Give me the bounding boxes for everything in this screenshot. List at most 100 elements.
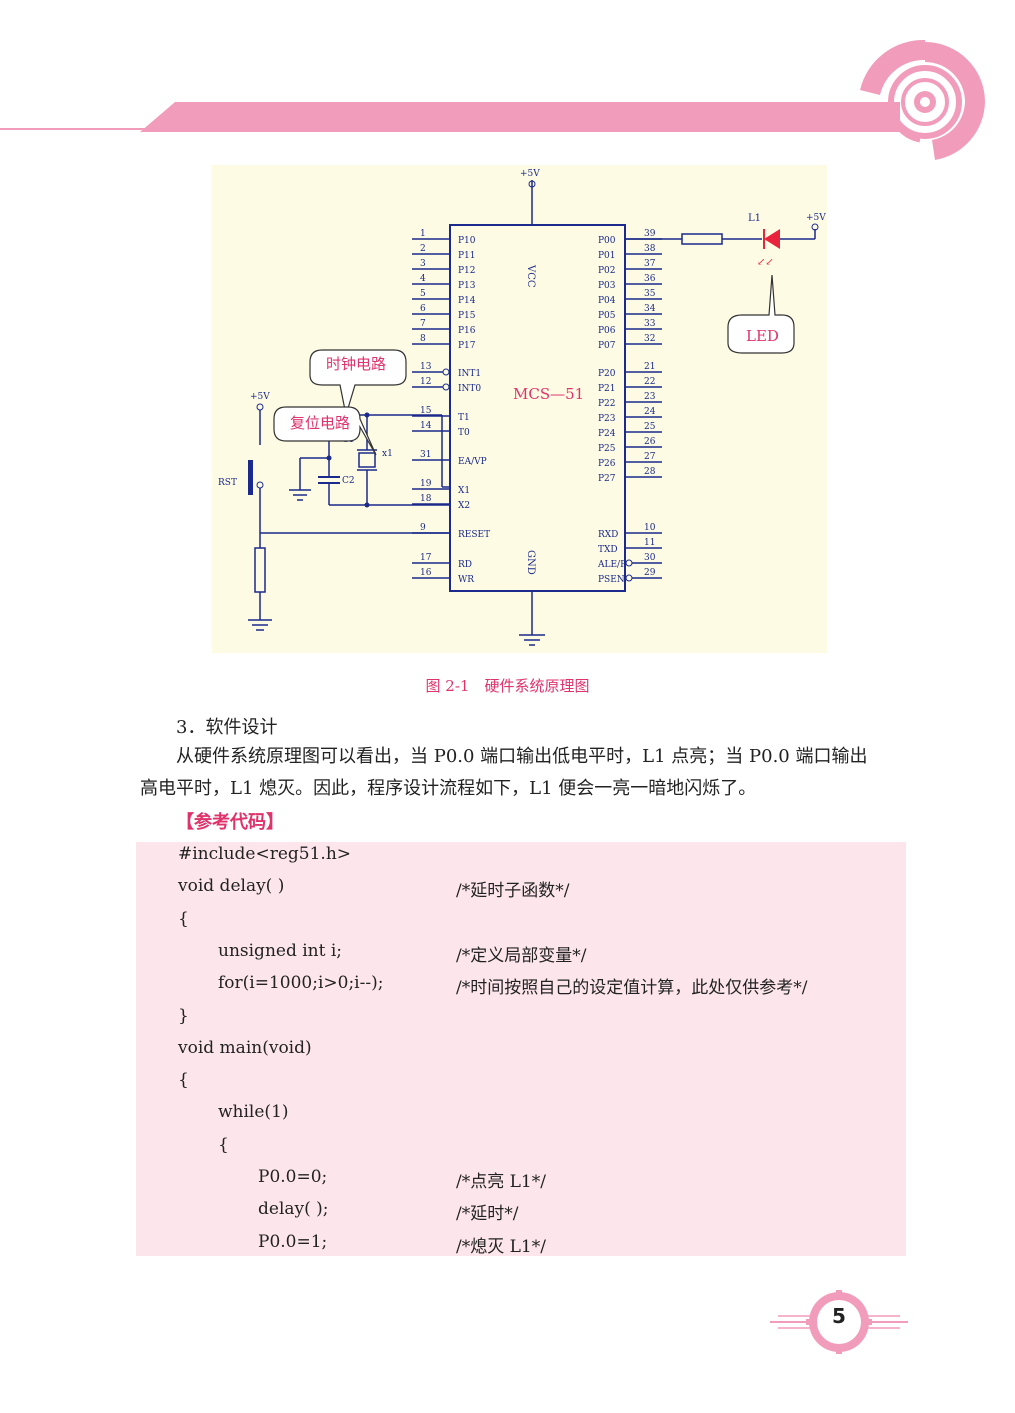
pin-number-left: 4 [420,274,426,284]
pin-name-left: P17 [458,341,476,351]
pin-number-right: 11 [644,538,655,548]
code-line: { [178,1070,189,1091]
pin-number-right: 38 [644,244,656,254]
page-number-badge: 5 [770,1289,910,1355]
pin-name-left: WR [458,575,474,585]
pin-name-right: P25 [598,444,616,454]
pin-name-left: P13 [458,281,476,291]
pin-number-right: 10 [644,523,656,533]
pin-name-right: TXD [598,545,618,555]
led-icon [764,229,780,249]
rst-vcc-label: +5V [250,392,270,402]
pin-name-left: INT1 [458,369,481,379]
code-line: P0.0=1; [258,1231,328,1252]
chip-label: MCS—51 [513,385,584,403]
chip-body [449,224,626,592]
pin-name-left: T1 [458,413,470,423]
gear-icon [770,1289,908,1355]
led-ref-label: L1 [748,213,761,224]
pin-number-left: 1 [420,229,426,239]
pin-number-left: 19 [420,479,432,489]
code-comment: /*时间按照自己的设定值计算，此处仅供参考*/ [456,978,808,999]
pin-number-left: 7 [420,319,426,329]
c2-label: C2 [342,476,355,486]
pin-number-left: 31 [420,450,431,460]
pin-number-right: 32 [644,334,655,344]
header-decoration [0,39,985,160]
pin-number-left: 15 [420,406,432,416]
code-line: for(i=1000;i>0;i--); [218,973,384,994]
pin-name-right: P02 [598,266,616,276]
pin-number-right: 25 [644,422,656,432]
pin-number-left: 18 [420,494,432,504]
pin-name-left: P12 [458,266,476,276]
pin-name-left: RD [458,560,472,570]
code-comment: /*延时子函数*/ [456,881,570,902]
pin-number-right: 34 [644,304,656,314]
pin-number-left: 14 [420,421,432,431]
pin-number-right: 39 [644,229,656,239]
pin-name-right: P22 [598,399,616,409]
code-line: { [178,908,189,929]
code-comment: /*定义局部变量*/ [456,945,587,966]
pin-number-left: 16 [420,568,432,578]
pin-number-right: 28 [644,467,656,477]
section-heading: 3．软件设计 [176,717,278,738]
code-line: while(1) [218,1102,289,1123]
header-gear-icon [860,39,985,160]
pin-name-left: X2 [458,501,470,511]
pin-name-right: ALE/P [597,560,626,570]
pin-number-right: 35 [644,289,656,299]
pin-number-right: 33 [644,319,656,329]
code-comment: /*点亮 L1*/ [456,1172,546,1192]
schematic: MCS—51 VCC GND +5V 1P102P113P124P135P146… [218,169,826,646]
pin-number-left: 17 [420,553,432,563]
pin-name-left: T0 [458,428,470,438]
pin-number-right: 37 [644,259,656,269]
code-line: unsigned int i; [218,940,343,961]
pin-number-right: 23 [644,392,656,402]
x1-label: x1 [382,449,393,459]
pin-number-left: 9 [420,523,426,533]
pin-name-right: P26 [598,459,616,469]
pin-name-right: P01 [598,251,616,261]
pin-name-right: P27 [598,474,616,484]
pin-name-left: EA/VP [458,457,487,467]
led-vcc-label: +5V [806,213,826,223]
code-line: } [178,1005,189,1026]
pin-number-left: 13 [420,362,432,372]
pin-name-left: P15 [458,311,476,321]
pin-name-right: P04 [598,296,616,306]
pin-number-left: 12 [420,377,431,387]
code-line: { [218,1134,229,1155]
pin-name-left: P14 [458,296,476,306]
pin-name-left: P16 [458,326,476,336]
figure-caption: 图 2-1 硬件系统原理图 [425,677,590,695]
gnd-pin-label: GND [525,550,536,575]
svg-text:↙↙: ↙↙ [757,257,774,268]
vcc-pin-label: VCC [525,264,536,288]
pin-name-right: P03 [598,281,616,291]
code-comment: /*熄灭 L1*/ [456,1236,546,1257]
led-callout: LED [746,327,779,345]
code-line: void main(void) [178,1037,312,1058]
pin-name-right: P06 [598,326,616,336]
pin-name-left: X1 [458,486,470,496]
pin-name-right: P00 [598,236,616,246]
page-number: 5 [832,1304,846,1328]
pin-name-right: RXD [598,530,618,540]
pin-number-right: 29 [644,568,656,578]
pin-number-right: 24 [644,407,656,417]
pin-number-right: 36 [644,274,656,284]
pin-number-left: 6 [420,304,426,314]
pin-number-right: 30 [644,553,656,563]
crystal-icon [358,452,376,468]
pin-name-left: P11 [458,251,476,261]
pin-number-right: 27 [644,452,656,462]
pin-name-left: P10 [458,236,476,246]
reference-code-label: 【参考代码】 [176,812,284,833]
pin-name-left: INT0 [458,384,481,394]
resistor-r1 [681,233,723,245]
pin-name-left: RESET [458,530,490,540]
